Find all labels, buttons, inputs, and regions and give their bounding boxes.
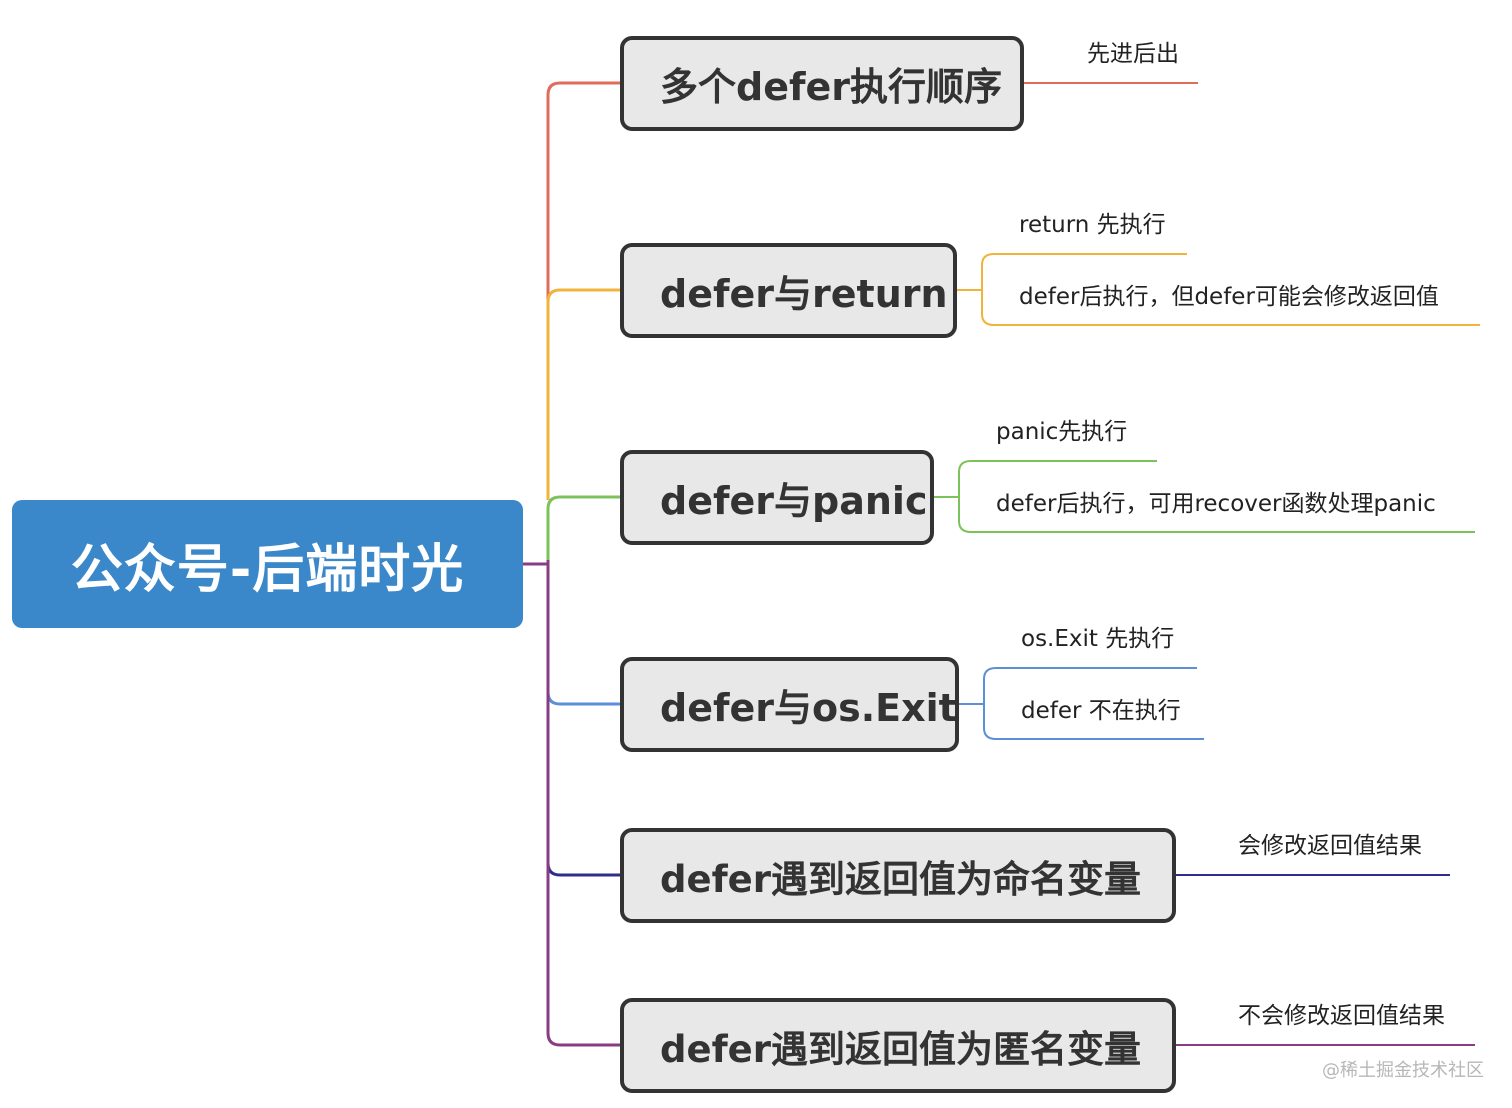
leaf-topic-3-1[interactable]: panic先执行 (996, 419, 1128, 445)
leaf-line-2-1 (981, 253, 1187, 290)
leaf-line-2-2 (981, 290, 1480, 326)
trunk-segment-6 (546, 560, 620, 1047)
leaf-line-3-1 (958, 460, 1157, 497)
branch-topic-label: defer与panic (660, 479, 928, 523)
trunk-segment-3 (546, 495, 620, 564)
branch-topic-label: defer与return (660, 272, 948, 316)
branch-topic-multiple-defer-order[interactable]: 多个defer执行顺序 (620, 36, 1024, 131)
leaf-topic-1-1[interactable]: 先进后出 (1087, 41, 1179, 67)
trunk-segment-5 (546, 600, 620, 877)
leaf-topic-3-2[interactable]: defer后执行，可用recover函数处理panic (996, 491, 1436, 517)
branch-topic-label: defer遇到返回值为匿名变量 (660, 1027, 1142, 1071)
trunk-segment-1 (546, 81, 620, 300)
watermark: @稀土掘金技术社区 (1322, 1060, 1484, 1081)
branch-topic-label: defer遇到返回值为命名变量 (660, 857, 1142, 901)
leaf-topic-4-2[interactable]: defer 不在执行 (1021, 698, 1181, 724)
branch-topic-defer-panic[interactable]: defer与panic (620, 450, 934, 545)
branch-topic-label: defer与os.Exit (660, 686, 957, 730)
leaf-topic-5-1[interactable]: 会修改返回值结果 (1238, 833, 1422, 859)
leaf-topic-2-1[interactable]: return 先执行 (1019, 212, 1166, 238)
root-topic[interactable]: 公众号-后端时光 (12, 500, 523, 628)
branch-topic-defer-named-return[interactable]: defer遇到返回值为命名变量 (620, 828, 1176, 923)
leaf-topic-4-1[interactable]: os.Exit 先执行 (1021, 626, 1175, 652)
leaf-line-3-2 (958, 497, 1475, 533)
trunk-segment-2 (546, 288, 620, 500)
leaf-line-4-1 (983, 667, 1197, 704)
branch-topic-defer-anonymous-return[interactable]: defer遇到返回值为匿名变量 (620, 998, 1176, 1093)
branch-topic-defer-os-exit[interactable]: defer与os.Exit (620, 657, 959, 752)
branch-topic-label: 多个defer执行顺序 (660, 65, 1003, 109)
root-topic-label: 公众号-后端时光 (70, 539, 465, 600)
leaf-topic-2-2[interactable]: defer后执行，但defer可能会修改返回值 (1019, 284, 1439, 310)
branch-topic-defer-return[interactable]: defer与return (620, 243, 957, 338)
leaf-line-4-2 (983, 704, 1204, 740)
trunk-segment-4 (546, 564, 620, 706)
leaf-topic-6-1[interactable]: 不会修改返回值结果 (1238, 1003, 1445, 1029)
